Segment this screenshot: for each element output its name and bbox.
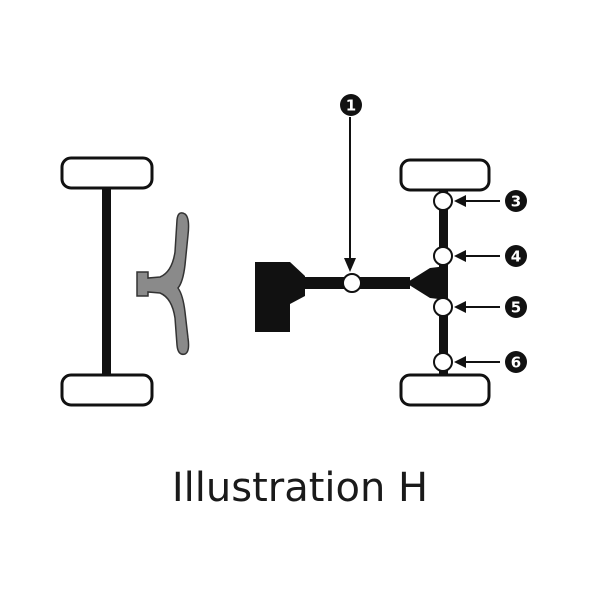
callout-4-label: 4 <box>511 248 521 266</box>
callout-5: 5 <box>505 296 527 318</box>
u-joint-driveshaft <box>342 273 362 293</box>
rear-left-wheel <box>399 158 491 192</box>
steering-arm <box>136 212 190 356</box>
callout-3: 3 <box>505 190 527 212</box>
diagram-caption: Illustration H <box>171 465 429 511</box>
leader-arrows <box>344 117 500 368</box>
callout-6-label: 6 <box>511 354 521 372</box>
callout-3-label: 3 <box>511 193 521 211</box>
front-axle-bar <box>102 183 111 380</box>
front-left-wheel <box>60 156 154 190</box>
steering-linkage <box>136 212 190 356</box>
callout-4: 4 <box>505 245 527 267</box>
differential <box>406 266 447 300</box>
u-joint-3 <box>433 191 453 211</box>
rear-right-wheel <box>399 373 491 407</box>
arrow-4-head <box>454 250 466 262</box>
arrow-6-head <box>454 356 466 368</box>
callout-1: 1 <box>340 94 362 116</box>
u-joint-6 <box>433 352 453 372</box>
rear-axle-bar <box>439 186 448 376</box>
callout-5-label: 5 <box>511 299 521 317</box>
arrow-5-head <box>454 301 466 313</box>
drivetrain <box>255 158 491 407</box>
callout-6: 6 <box>505 351 527 373</box>
front-right-wheel <box>60 373 154 407</box>
u-joint-4 <box>433 246 453 266</box>
callout-1-label: 1 <box>346 97 356 115</box>
front-axle-assembly <box>60 156 154 407</box>
arrow-1-head <box>344 258 356 272</box>
arrow-3-head <box>454 195 466 207</box>
u-joint-5 <box>433 297 453 317</box>
transmission-block <box>255 262 305 332</box>
